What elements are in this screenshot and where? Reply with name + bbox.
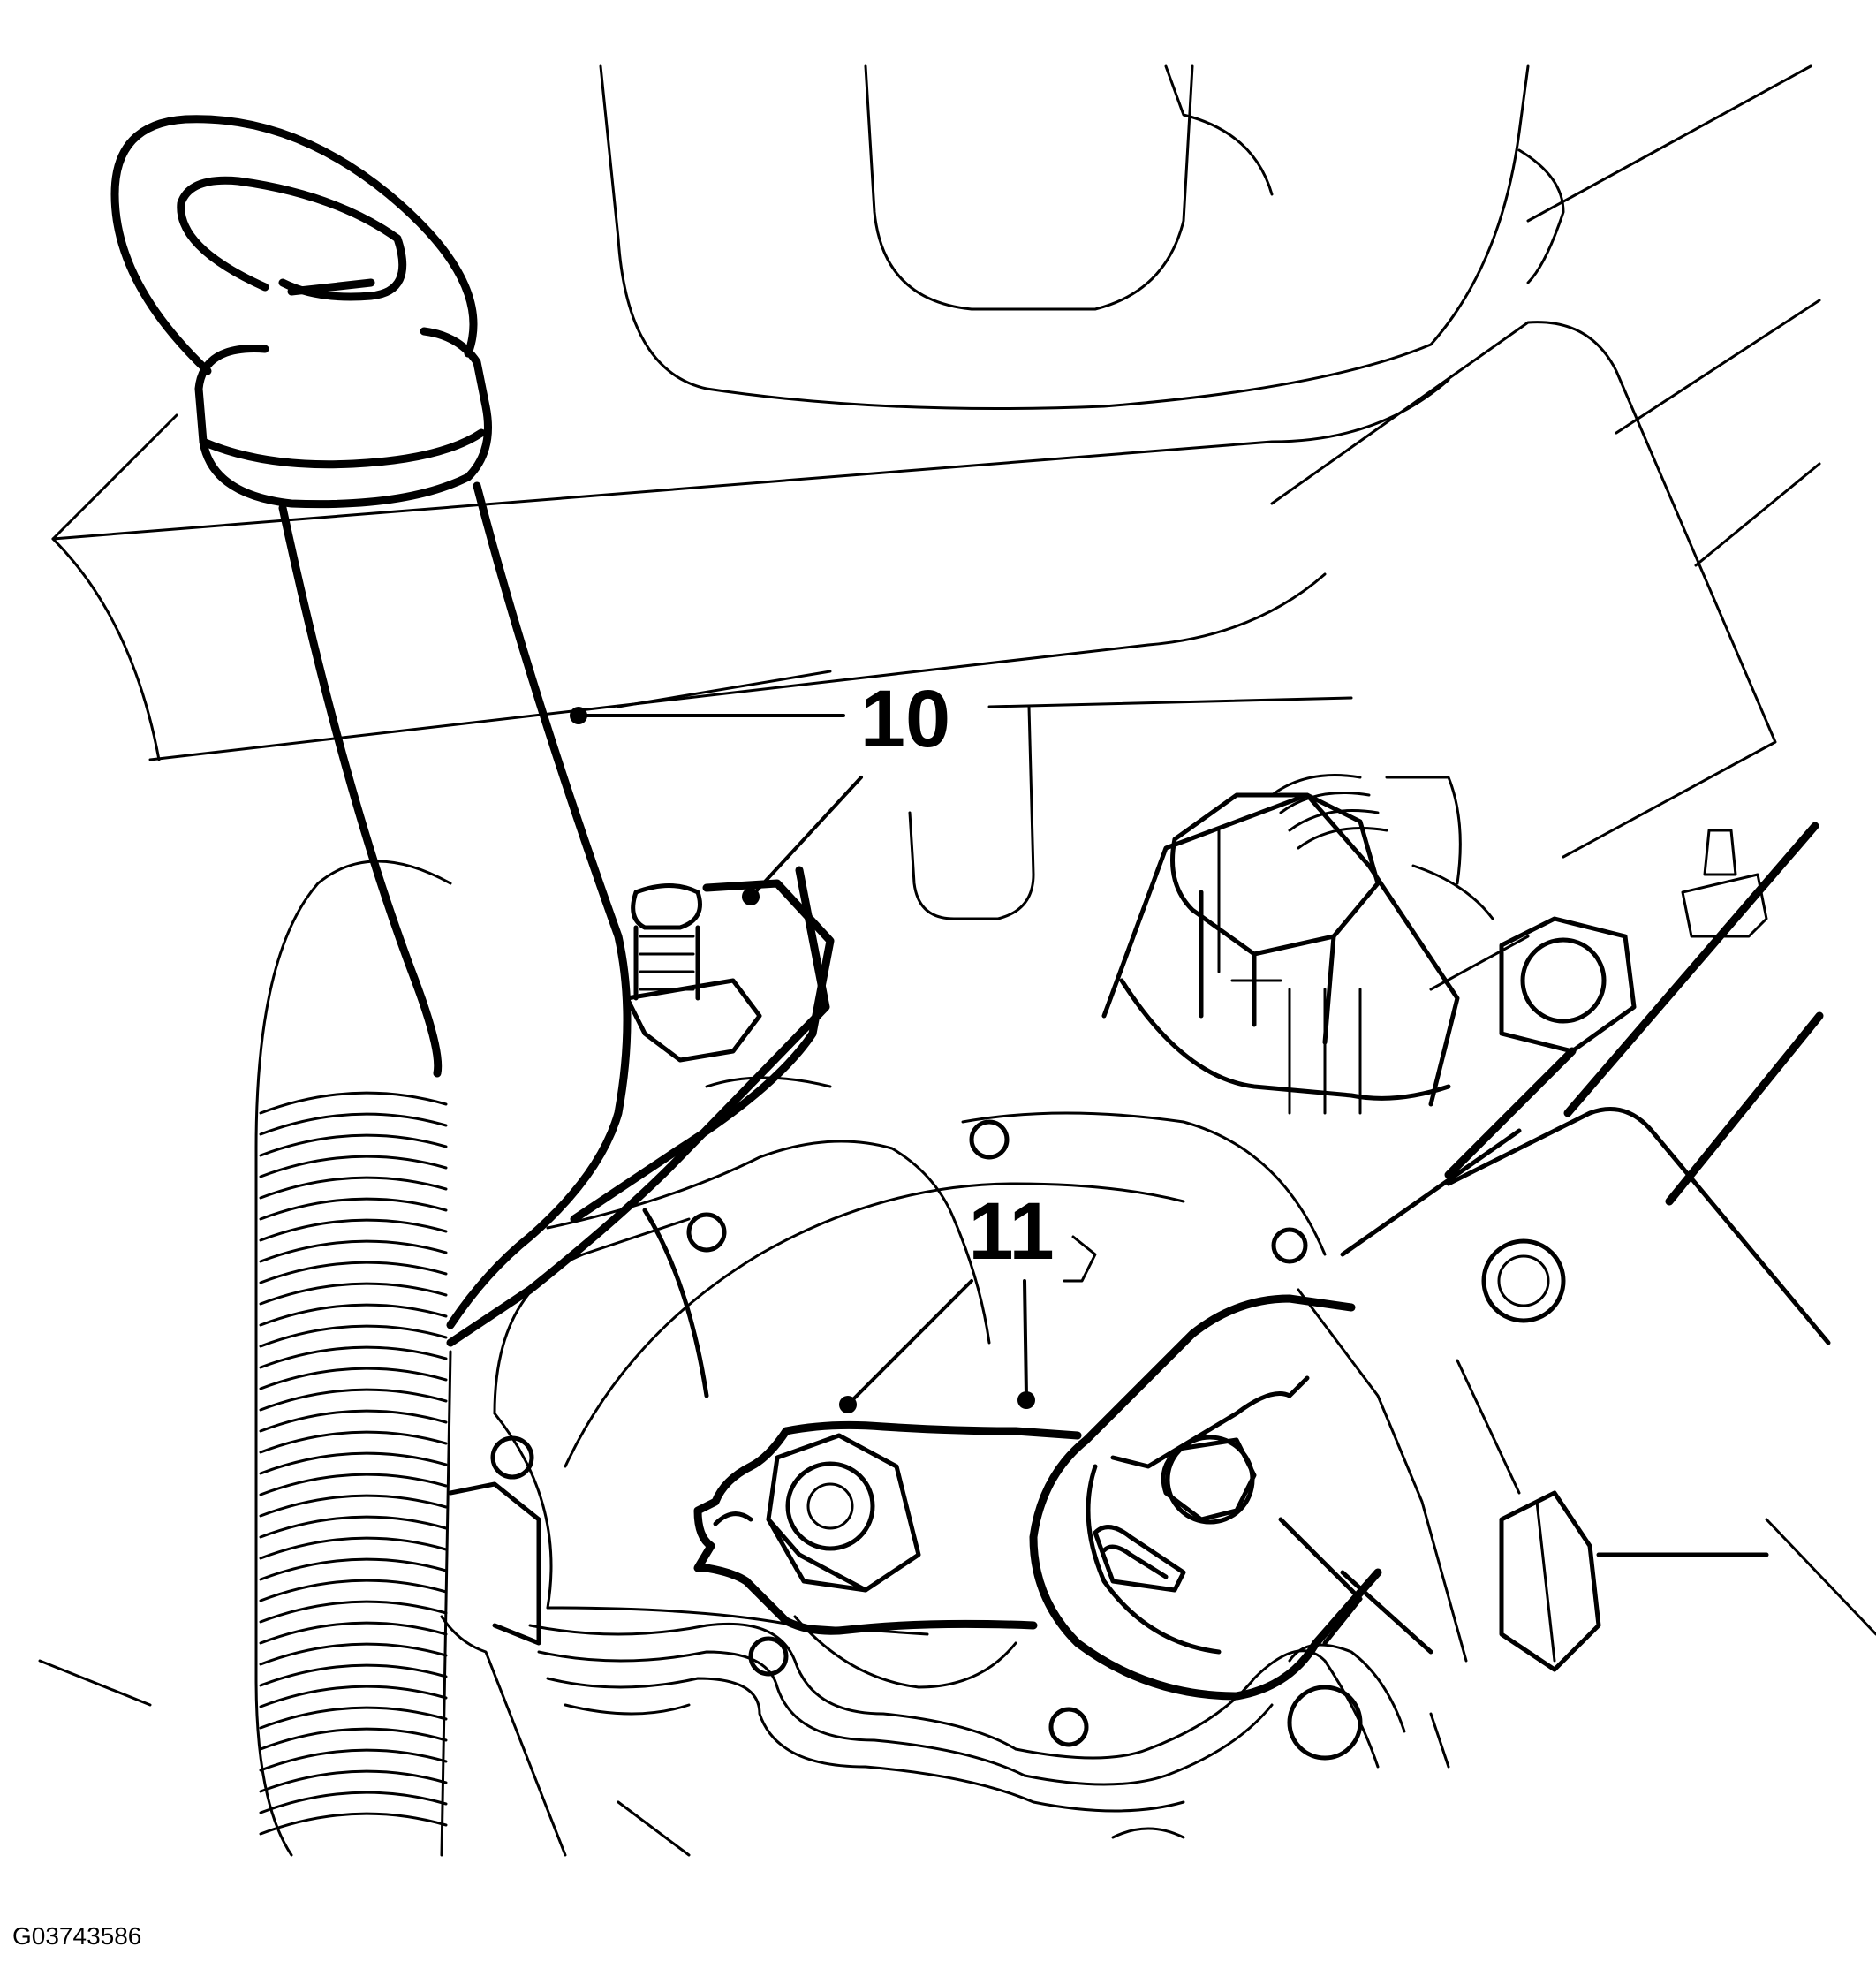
bracket-stud [624, 883, 762, 1063]
leader-10-stud-dot [742, 888, 760, 905]
hose-rib [259, 1239, 448, 1263]
dipstick-cap [194, 327, 492, 509]
lock-pin [1456, 1359, 1769, 1672]
hose-rib [259, 1812, 448, 1836]
hose-rib [259, 1303, 448, 1327]
hose-rib [259, 1388, 448, 1412]
corrugated-hose [254, 860, 452, 1857]
hose-rib [259, 1600, 448, 1624]
hose-rib [259, 1748, 448, 1772]
callout-10: 10 [860, 674, 950, 764]
hose-rib [259, 1451, 448, 1475]
sensor-connector [1101, 774, 1530, 1115]
hose-rib [259, 1282, 448, 1306]
figure-id: G03743586 [12, 1922, 142, 1950]
dipstick-handle-inner [177, 176, 407, 301]
hose-rib [259, 1091, 448, 1115]
hose-rib [259, 1409, 448, 1433]
leader-11-nut [851, 1279, 973, 1402]
hose-rib [259, 1536, 448, 1560]
switch-bracket [693, 1420, 1082, 1635]
leader-10-stud [753, 776, 863, 894]
hose-rib [259, 1663, 448, 1687]
hose-rib [259, 1430, 448, 1454]
callout-11: 11 [968, 1186, 1054, 1276]
leader-10-tube-dot [570, 707, 587, 724]
hose-rib [259, 1176, 448, 1200]
engine-background-structure [38, 64, 1876, 1857]
hose-rib [259, 1494, 448, 1518]
hose-rib [259, 1642, 448, 1666]
dipstick-tube-left [278, 504, 443, 1078]
hose-rib [259, 1515, 448, 1539]
hose-rib [259, 1579, 448, 1602]
hose-rib [259, 1324, 448, 1348]
hose-rib [259, 1197, 448, 1221]
leader-11-bracket-dot [1017, 1391, 1035, 1409]
switch-housing [448, 1076, 1406, 1839]
hose-rib [259, 1473, 448, 1496]
hose-rib [259, 1218, 448, 1242]
dipstick-handle-outer [110, 115, 478, 375]
hose-rib [259, 1685, 448, 1708]
hose-rib [259, 1557, 448, 1581]
hose-rib [259, 1727, 448, 1751]
hose-rib [259, 1769, 448, 1793]
hose-rib [259, 1791, 448, 1814]
hose-rib [259, 1706, 448, 1730]
hose-rib [259, 1261, 448, 1284]
hose-rib [259, 1621, 448, 1645]
right-bracket-plate [1297, 822, 1831, 1663]
dipstick-tube-right [446, 481, 632, 1329]
hose-rib [259, 1155, 448, 1178]
leader-11-bracket [1023, 1279, 1028, 1398]
hose-rib [259, 1345, 448, 1369]
right-bolt [1499, 916, 1637, 1054]
dipstick-assembly [110, 115, 835, 1347]
callout-leaders [570, 707, 1097, 1413]
shift-lever [1029, 1294, 1433, 1701]
hose-rib [259, 1112, 448, 1136]
hose-rib [259, 1367, 448, 1390]
leader-11-nut-dot [839, 1396, 857, 1413]
hose-rib [259, 1133, 448, 1157]
